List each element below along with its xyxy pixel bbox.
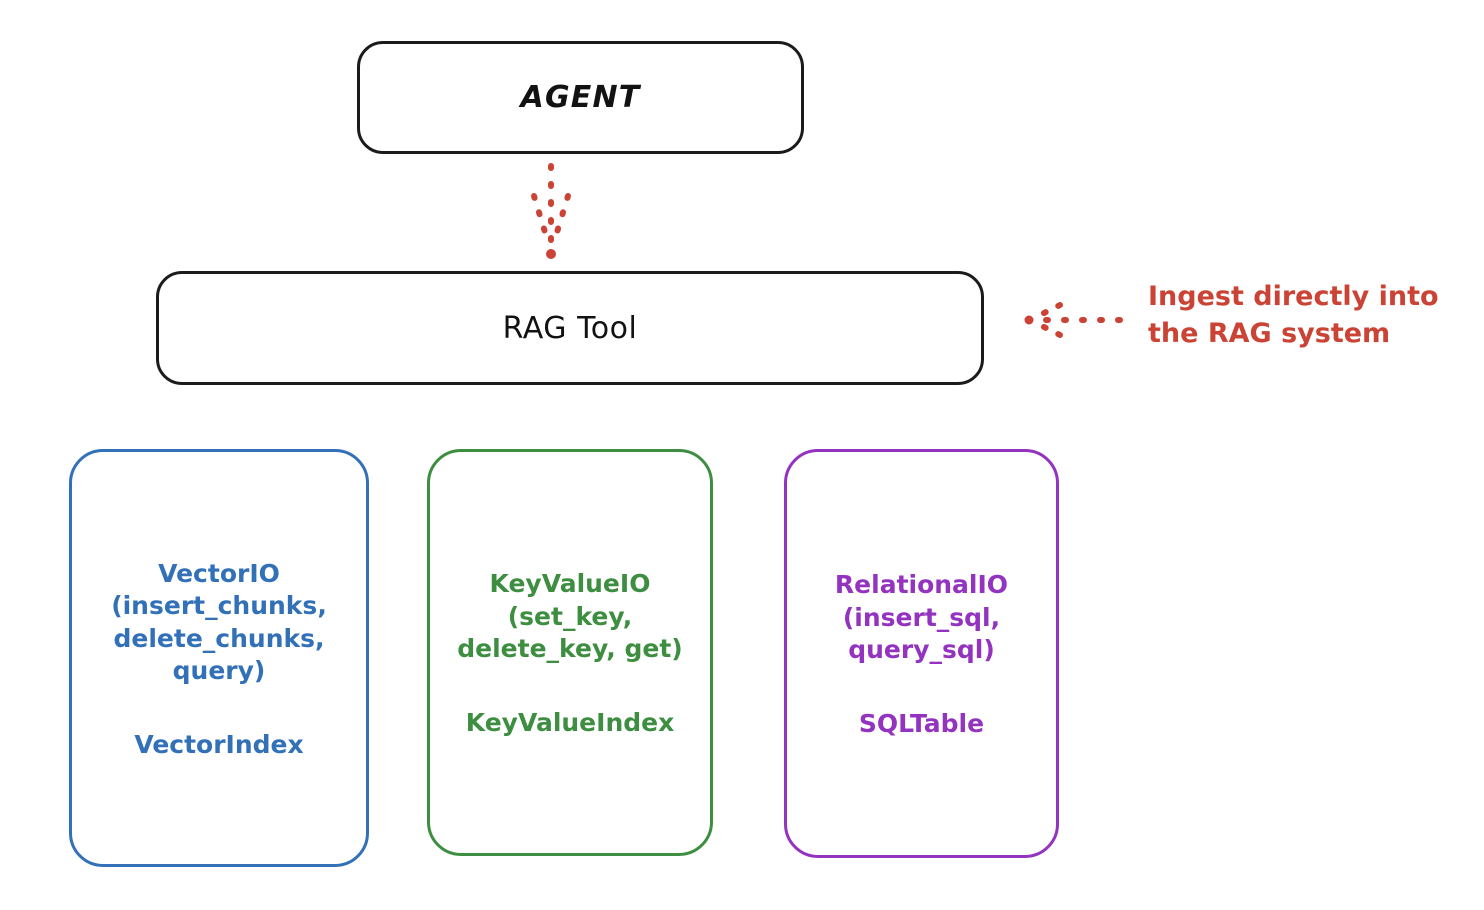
node-key-value-io-api: KeyValueIO (set_key, delete_key, get)	[457, 569, 683, 664]
node-vector-io[interactable]: VectorIO (insert_chunks, delete_chunks, …	[69, 449, 369, 867]
connector-ingest-to-rag-tool	[1024, 302, 1123, 338]
node-rag-tool[interactable]: RAG Tool	[156, 271, 984, 385]
node-relational-io-index: SQLTable	[858, 708, 985, 738]
node-key-value-io[interactable]: KeyValueIO (set_key, delete_key, get) Ke…	[427, 449, 713, 856]
node-vector-io-index: VectorIndex	[134, 729, 304, 759]
annotation-ingest-text: Ingest directly into the RAG system	[1148, 281, 1439, 350]
connector-agent-to-rag-tool	[531, 163, 571, 259]
node-relational-io[interactable]: RelationalIO (insert_sql, query_sql) SQL…	[784, 449, 1059, 858]
node-relational-io-api: RelationalIO (insert_sql, query_sql)	[834, 570, 1009, 665]
node-agent[interactable]: AGENT	[357, 41, 804, 154]
node-rag-tool-label: RAG Tool	[502, 310, 638, 346]
node-agent-label: AGENT	[520, 80, 641, 115]
node-key-value-io-index: KeyValueIndex	[465, 707, 675, 737]
node-vector-io-api: VectorIO (insert_chunks, delete_chunks, …	[111, 558, 327, 686]
